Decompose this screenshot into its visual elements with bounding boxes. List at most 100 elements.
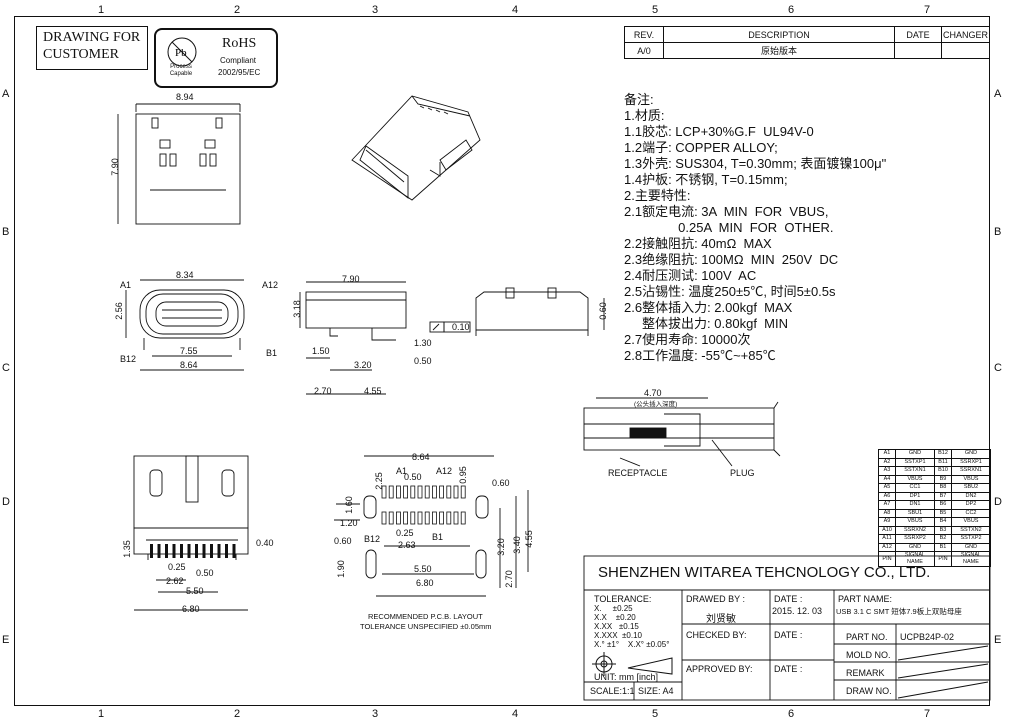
scale-label: SCALE:1:1 [590, 686, 635, 696]
dimension-p-680: 6.80 [416, 578, 434, 588]
note-line: 2.5沾锡性: 温度250±5℃, 时间5±0.5s [624, 284, 836, 299]
pcb-pad [395, 511, 401, 525]
part-no-label: PART NO. [846, 632, 888, 642]
dimension-p-050: 0.50 [404, 472, 422, 482]
pcb-pad [439, 485, 445, 499]
pin-signal-cell: VBUS [895, 517, 935, 527]
bottom-pin [210, 544, 213, 558]
dimension-p-095: 0.95 [457, 466, 468, 484]
dimension-p-263: 2.63 [398, 540, 416, 550]
pin-number-cell: A2 [878, 457, 896, 467]
dimension-p-550: 5.50 [414, 564, 432, 574]
svg-text:Pb: Pb [175, 47, 187, 59]
pcb-pad [424, 511, 430, 525]
zone-letter-left-A: A [2, 88, 10, 100]
dimension-s-130: 1.30 [414, 338, 432, 348]
drawn-by-label: DRAWED BY : [686, 594, 746, 604]
dimension-receptacle: RECEPTACLE [608, 468, 668, 478]
pcb-pad [460, 511, 466, 525]
pin-number-cell: A4 [878, 474, 896, 484]
dimension-p-455: 4.55 [523, 530, 534, 548]
pin-signal-cell: SSTXP2 [951, 534, 991, 544]
dimension-d-894: 8.94 [176, 92, 194, 102]
pcb-layout-view [334, 455, 529, 597]
pin-number-cell: B12 [934, 449, 952, 459]
pin-number-cell: A8 [878, 508, 896, 518]
dimension-b-680: 6.80 [182, 604, 200, 614]
pcb-pad [403, 485, 409, 499]
pin-signal-cell: SSTXN2 [951, 525, 991, 535]
zone-number-bottom-3: 3 [372, 708, 379, 720]
note-line: 1.1胶芯: LCP+30%G.F UL94V-0 [624, 124, 814, 139]
dimension-e-060: 0.60 [597, 302, 608, 320]
pcb-pad [381, 485, 387, 499]
pin-signal-cell: GND [951, 542, 991, 552]
pcb-pad [446, 485, 452, 499]
pin-number-cell: A1 [878, 449, 896, 459]
note-line: 2.主要特性: [624, 188, 691, 203]
bottom-pin [217, 544, 221, 558]
bottom-pin [232, 544, 236, 558]
dimension-s-455: 4.55 [364, 386, 382, 396]
pin-signal-cell: CC2 [951, 508, 991, 518]
pcb-pad [460, 485, 466, 499]
bottom-pin [172, 544, 176, 558]
dimension-b-135: 1.35 [121, 540, 132, 558]
pin-number-cell: A5 [878, 483, 896, 493]
pcb-pad [424, 485, 430, 499]
changer-value [941, 42, 990, 59]
pin-number-cell: B10 [934, 466, 952, 476]
pin-number-cell: PIN [934, 551, 952, 567]
section-view [583, 397, 781, 467]
note-line: 2.6整体插入力: 2.00kgf MAX [624, 300, 793, 315]
remark-label: REMARK [846, 668, 885, 678]
pin-number-cell: A3 [878, 466, 896, 476]
pb-free-icon: Pb [162, 34, 202, 80]
zone-letter-left-D: D [2, 496, 10, 508]
dimension-plug: PLUG [730, 468, 755, 478]
part-name-label: PART NAME: [838, 594, 893, 604]
pcb-pad [395, 485, 401, 499]
dimension-p-190: 1.90 [335, 560, 346, 578]
note-line: 1.4护板: 不锈钢, T=0.15mm; [624, 172, 788, 187]
dimension-b-550: 5.50 [186, 586, 204, 596]
dimension-p-270: 2.70 [503, 570, 514, 588]
dimension-b-262: 2.62 [166, 576, 184, 586]
pin-number-cell: A10 [878, 525, 896, 535]
pin-number-cell: B5 [934, 508, 952, 518]
pb-line2: Capable [169, 71, 193, 77]
pin-signal-cell: VBUS [951, 517, 991, 527]
tolerance-line: X.X ±0.20 [594, 613, 636, 622]
bottom-pin [150, 544, 153, 558]
part-name-value: USB 3.1 C SMT 短体7.9板上双贴母座 [836, 607, 962, 616]
dimension-p-340: 3.40 [511, 536, 522, 554]
rohs-line2: 2002/95/EC [218, 68, 261, 77]
zone-letter-right-C: C [994, 362, 1002, 374]
dimension-p-025: 0.25 [396, 528, 414, 538]
pin-number-cell: A11 [878, 534, 896, 544]
dimension-p-225: 2.25 [373, 472, 384, 490]
pin-signal-cell: DP1 [895, 491, 935, 501]
dimension-pcb-title: RECOMMENDED P.C.B. LAYOUT [368, 612, 483, 621]
zone-number-top-3: 3 [372, 4, 379, 16]
note-line: 2.4耐压测试: 100V AC [624, 268, 757, 283]
zone-number-top-5: 5 [652, 4, 659, 16]
pin-number-cell: A7 [878, 500, 896, 510]
zone-number-top-4: 4 [512, 4, 519, 16]
tolerance-line: X.XXX ±0.10 [594, 631, 642, 640]
dimension-b-025: 0.25 [168, 562, 186, 572]
pin-signal-cell: GND [895, 542, 935, 552]
customer-box-text: DRAWING FOR CUSTOMER [43, 30, 141, 62]
note-line: 0.25A MIN FOR OTHER. [624, 220, 834, 235]
pin-signal-cell: CC1 [895, 483, 935, 493]
unit-label: UNIT: mm [inch] [594, 672, 659, 682]
mold-no-label: MOLD NO. [846, 650, 891, 660]
pin-number-cell: B2 [934, 534, 952, 544]
pin-signal-cell: VBUS [951, 474, 991, 484]
pin-signal-cell: SSRXP2 [895, 534, 935, 544]
pin-number-cell: B11 [934, 457, 952, 467]
dimension-s-318: 3.18 [291, 300, 302, 318]
